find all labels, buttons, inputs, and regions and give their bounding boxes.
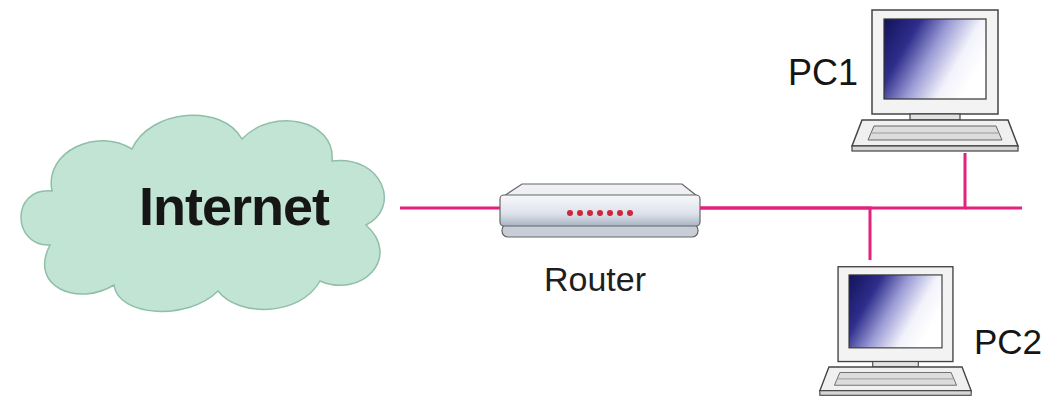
network-link [700,153,965,208]
cloud-label: Internet [68,175,400,237]
router-illustration [500,184,700,237]
computer-illustration [852,10,1018,151]
bus-stub [965,207,1022,210]
device-label: Router [495,260,695,299]
computer-node: PC1 [850,8,1020,153]
computer-illustration [820,267,971,396]
router-node: Router [500,183,700,243]
network-link [700,208,870,260]
device-label: PC2 [974,322,1042,362]
internet-cloud: Internet [10,95,400,320]
computer-node: PC2 [818,260,973,402]
device-label: PC1 [788,52,858,93]
network-link [400,207,500,210]
